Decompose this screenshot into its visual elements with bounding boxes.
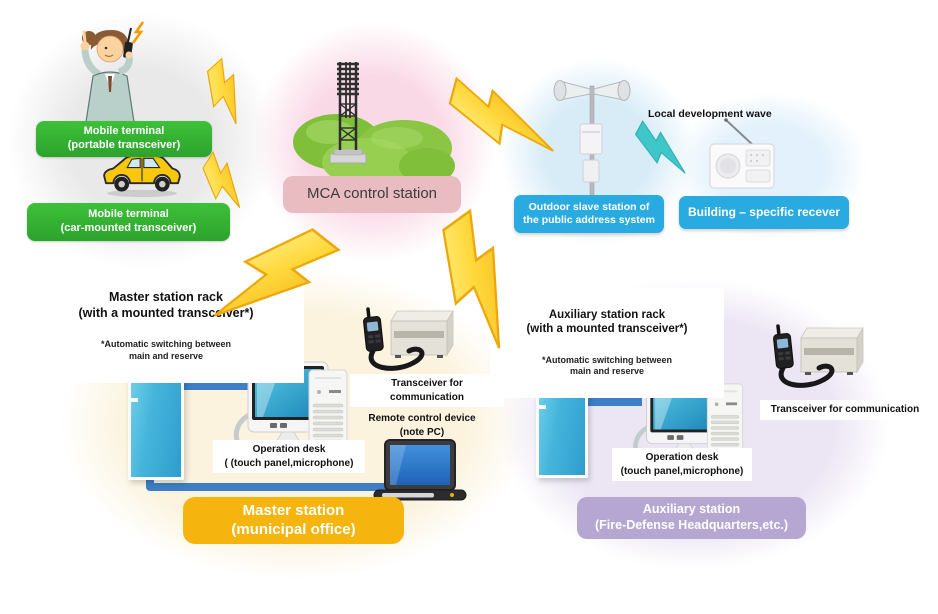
transceiver-icon — [363, 307, 454, 371]
pa-speaker-pole-icon — [553, 80, 631, 201]
label-mca-control-station: MCA control station — [283, 176, 461, 213]
aux-rack-title: Auxiliary station rack (with a mounted t… — [526, 309, 688, 336]
label-outdoor-slave-station: Outdoor slave station of the public addr… — [514, 195, 664, 233]
hill-bushes-icon — [293, 114, 455, 186]
local-wave-bolt-icon — [634, 120, 686, 174]
aux-rack-note: *Automatic switching between main and re… — [541, 354, 673, 377]
caption-local-development-wave: Local development wave — [648, 108, 772, 120]
radio-wave-bolt-icon — [448, 76, 554, 152]
pc-tower-icon — [706, 383, 744, 459]
car-icon — [103, 154, 181, 198]
radio-wave-bolt-icon — [442, 208, 501, 349]
label-building-specific-receiver: Building – specific recever — [679, 196, 849, 229]
caption-remote-control-device: Remote control device (note PC) — [368, 413, 476, 438]
label-master-station: Master station (municipal office) — [183, 497, 404, 544]
caption-auxiliary-station-rack: Auxiliary station rack (with a mounted t… — [490, 288, 724, 399]
label-mobile-terminal-portable: Mobile terminal (portable transceiver) — [36, 121, 212, 157]
radio-wave-bolt-icon — [213, 228, 341, 317]
person-transceiver-icon — [80, 21, 145, 128]
radio-wave-bolt-icon — [206, 57, 237, 125]
master-rack-title: Master station rack (with a mounted tran… — [78, 290, 254, 320]
label-mobile-terminal-car: Mobile terminal (car-mounted transceiver… — [27, 203, 230, 241]
transceiver-icon — [773, 324, 864, 388]
radio-wave-bolt-icon — [202, 150, 241, 209]
master-rack-note: *Automatic switching between main and re… — [100, 339, 232, 361]
radio-tower-icon — [329, 62, 367, 164]
caption-transceiver-master: Transceiver for communication — [350, 374, 504, 407]
radio-receiver-icon — [709, 118, 775, 189]
label-auxiliary-station: Auxiliary station (Fire-Defense Headquar… — [577, 497, 806, 539]
caption-transceiver-aux: Transceiver for communication — [760, 400, 930, 420]
caption-operation-desk-master: Operation desk ( (touch panel,microphone… — [213, 440, 365, 473]
caption-operation-desk-aux: Operation desk (touch panel,microphone) — [612, 448, 752, 481]
